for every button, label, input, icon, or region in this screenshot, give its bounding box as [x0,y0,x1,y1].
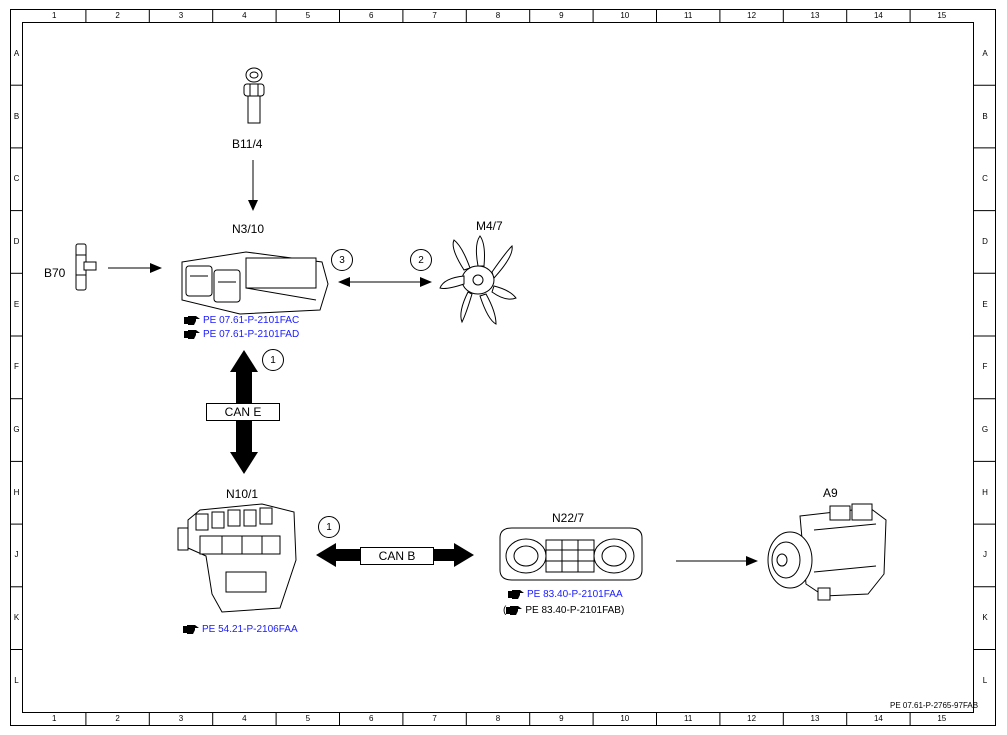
grid-column-number: 2 [115,714,120,723]
grid-column-number: 12 [747,714,757,723]
grid-row-letter: J [14,550,19,560]
ref-n22-7-b[interactable]: ( PE 83.40-P-2101FAB) [503,605,624,616]
ref-text: PE 83.40-P-2101FAB) [525,605,625,616]
ref-text: PE 07.61-P-2101FAC [203,315,300,326]
grid-column-number: 15 [937,11,947,20]
grid-column-number: 1 [51,714,57,723]
grid-column-number: 15 [937,714,947,723]
grid-row-letter: L [14,675,19,685]
ref-n22-7-a[interactable]: PE 83.40-P-2101FAA [508,589,623,600]
grid-row-letter: K [982,613,988,623]
grid-column-number: 1 [51,11,57,20]
grid-row-letter: A [13,48,20,58]
grid-row-letter: H [13,487,20,497]
grid-column-number: 11 [684,714,693,723]
n3-10-control-unit-icon [181,251,329,315]
ref-text: PE 83.40-P-2101FAA [527,589,623,600]
grid-row-letter: G [981,425,989,435]
grid-column-number: 5 [305,714,311,723]
hand-pointer-icon [183,625,199,634]
ref-paren: ( [503,605,507,616]
can-b-label: CAN B [360,547,434,565]
grid-column-number: 13 [810,11,820,20]
grid-row-letter: F [14,362,19,372]
grid-row-letter: F [982,362,988,372]
grid-column-number: 14 [873,11,883,20]
grid-column-number: 7 [432,714,437,723]
grid-column-number: 10 [620,714,630,723]
grid-row-letter: D [982,236,988,246]
a9-compressor-icon [767,503,887,601]
label-b11-4: B11/4 [232,137,263,151]
callout-1-can-e: 1 [262,349,284,371]
grid-row-letter: B [982,111,988,121]
grid-row-letter: B [13,111,20,121]
grid-row-letter: J [983,550,987,560]
can-e-label: CAN E [206,403,280,421]
hand-pointer-icon [508,590,524,599]
grid-column-number: 9 [559,11,564,20]
b70-sensor-icon [75,243,97,291]
grid-column-number: 4 [242,11,247,20]
grid-row-letter: L [982,675,988,685]
grid-row-letter: G [13,425,20,435]
hand-pointer-icon [506,606,523,615]
n10-1-module-icon [177,503,297,613]
grid-row-letter: D [13,236,20,246]
ref-n3-10-a[interactable]: PE 07.61-P-2101FAC [184,315,299,326]
callout-1-can-b: 1 [318,516,340,538]
grid-column-number: 5 [305,11,311,20]
b11-4-sensor-icon [243,67,265,124]
grid-row-letter: A [982,48,988,58]
grid-row-letter: E [982,299,988,309]
label-b70: B70 [44,266,66,280]
label-n22-7: N22/7 [552,511,585,525]
hand-pointer-icon [184,330,200,339]
grid-column-number: 3 [178,11,184,20]
grid-column-number: 11 [684,11,693,20]
label-n10-1: N10/1 [226,487,259,501]
m4-7-fan-icon [439,235,517,325]
grid-row-letter: H [982,487,988,497]
label-n3-10: N3/10 [232,222,265,236]
grid-column-number: 2 [115,11,120,20]
n22-7-control-panel-icon [499,527,643,581]
grid-row-letter: C [13,174,20,184]
grid-row-letter: K [13,613,20,623]
grid-column-number: 6 [368,714,374,723]
grid-column-number: 12 [747,11,757,20]
label-a9: A9 [823,486,838,500]
hand-pointer-icon [184,316,200,325]
grid-column-number: 9 [559,714,564,723]
grid-column-number: 4 [242,714,247,723]
ref-n3-10-b[interactable]: PE 07.61-P-2101FAD [184,329,299,340]
grid-column-number: 6 [368,11,374,20]
grid-column-number: 8 [495,714,501,723]
grid-column-number: 8 [495,11,501,20]
grid-column-number: 13 [810,714,820,723]
grid-row-letter: C [982,174,988,184]
ref-text: PE 07.61-P-2101FAD [203,329,300,340]
grid-column-number: 7 [432,11,437,20]
callout-3: 3 [331,249,353,271]
grid-column-number: 10 [620,11,630,20]
label-m4-7: M4/7 [476,219,503,233]
grid-row-letter: E [13,299,20,309]
document-code: PE 07.61-P-2765-97FAB [890,701,979,710]
grid-column-number: 3 [178,714,184,723]
grid-column-number: 14 [873,714,883,723]
callout-2: 2 [410,249,432,271]
ref-n10-1[interactable]: PE 54.21-P-2106FAA [183,624,298,635]
ref-text: PE 54.21-P-2106FAA [202,624,298,635]
